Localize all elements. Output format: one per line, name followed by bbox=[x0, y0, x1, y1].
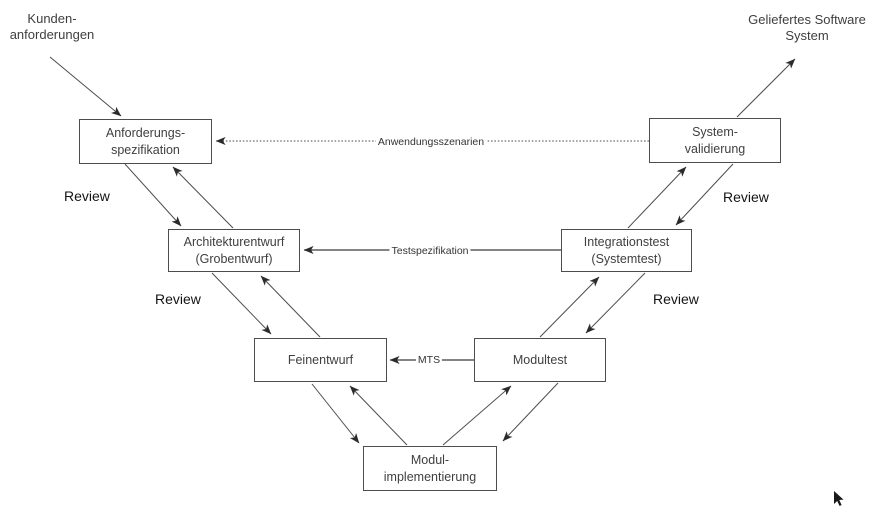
connector-label-anwendungsszenarien: Anwendungsszenarien bbox=[375, 136, 487, 148]
mouse-cursor-icon bbox=[834, 491, 844, 506]
review-label-left-lower: Review bbox=[155, 291, 201, 307]
label-customer-requirements-line1: Kunden- bbox=[27, 11, 77, 26]
edge-systemvalidierung-to-integrationstest-down bbox=[675, 163, 734, 226]
box-feinentwurf-line1: Feinentwurf bbox=[287, 352, 354, 367]
box-integrationstest: Integrationstest (Systemtest) bbox=[561, 229, 692, 272]
box-systemvalidierung: System- validierung bbox=[649, 118, 781, 163]
box-modulimplementierung-line2: implementierung bbox=[383, 469, 477, 484]
box-modultest: Modultest bbox=[474, 338, 606, 382]
box-modulimplementierung-line1: Modul- bbox=[410, 453, 450, 468]
edge-architektur-to-feinentwurf-down bbox=[211, 272, 272, 335]
review-label-left-upper: Review bbox=[64, 188, 110, 204]
box-anforderungsspezifikation-line1: Anforderungs- bbox=[105, 126, 186, 141]
label-customer-requirements-line2: anforderungen bbox=[9, 27, 95, 43]
label-delivered-system-line1: Geliefertes Software bbox=[748, 12, 866, 27]
box-feinentwurf: Feinentwurf bbox=[254, 338, 387, 382]
box-modulimplementierung: Modul- implementierung bbox=[363, 446, 497, 491]
connector-label-testspezifikation: Testspezifikation bbox=[389, 245, 471, 257]
box-integrationstest-line2: (Systemtest) bbox=[591, 251, 662, 266]
connector-label-mts: MTS bbox=[415, 354, 443, 366]
box-anforderungsspezifikation: Anforderungs- spezifikation bbox=[79, 119, 212, 164]
box-anforderungsspezifikation-line2: spezifikation bbox=[111, 142, 180, 157]
edge-modultest-to-modulimpl-down bbox=[502, 382, 559, 442]
edge-integrationstest-to-systemvalidierung-up bbox=[627, 166, 687, 229]
edge-modulimpl-to-feinentwurf-up bbox=[349, 385, 408, 446]
edge-architektur-to-anforderung-up bbox=[172, 166, 234, 229]
label-delivered-system: Geliefertes Software System bbox=[742, 12, 872, 45]
edge-modulimpl-to-modultest-up bbox=[442, 385, 512, 446]
box-architekturentwurf-line1: Architekturentwurf bbox=[183, 235, 285, 250]
box-systemvalidierung-line1: System- bbox=[692, 125, 738, 140]
edge-anforderung-to-architektur-down bbox=[124, 163, 182, 227]
box-architekturentwurf: Architekturentwurf (Grobentwurf) bbox=[168, 229, 300, 272]
review-label-right-lower: Review bbox=[653, 291, 699, 307]
label-delivered-system-line2: System bbox=[785, 28, 829, 44]
edge-feinentwurf-to-architektur-up bbox=[260, 275, 321, 338]
label-customer-requirements: Kunden- anforderungen bbox=[4, 11, 100, 44]
edge-systemvalidierung-to-delivered bbox=[736, 58, 796, 118]
box-architekturentwurf-line2: (Grobentwurf) bbox=[195, 251, 273, 266]
edge-modultest-to-integrationstest-up bbox=[539, 276, 600, 338]
edge-feinentwurf-to-modulimpl-down bbox=[311, 383, 360, 444]
edge-integrationstest-to-modultest-down bbox=[585, 272, 646, 334]
box-integrationstest-line1: Integrationstest bbox=[583, 235, 670, 250]
review-label-right-upper: Review bbox=[723, 189, 769, 205]
box-systemvalidierung-line2: validierung bbox=[684, 141, 746, 156]
edge-customer-to-anforderung bbox=[49, 56, 122, 117]
box-modultest-line1: Modultest bbox=[512, 352, 568, 367]
